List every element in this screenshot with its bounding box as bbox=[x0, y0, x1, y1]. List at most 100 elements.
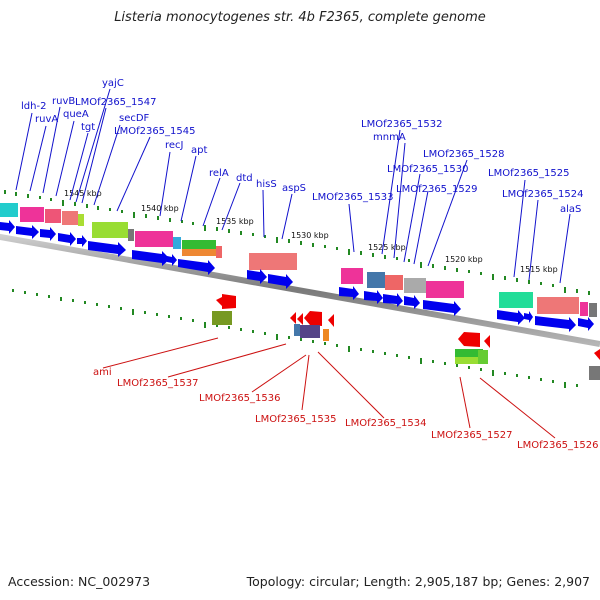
gene-arrow-forward bbox=[524, 311, 533, 323]
scale-ticks-upper bbox=[4, 190, 590, 295]
gene-arrow-forward bbox=[167, 254, 177, 266]
gene-label-forward: LMOf2365_1524 bbox=[502, 189, 584, 200]
gene-block bbox=[589, 303, 597, 317]
gene-arrow-forward bbox=[40, 227, 56, 241]
kbp-label: 1535 kbp bbox=[216, 217, 254, 226]
gene-arrow-forward bbox=[383, 293, 403, 307]
gene-arrow-forward bbox=[16, 225, 39, 239]
gene-arrow-forward bbox=[497, 310, 525, 325]
gene-arrow-forward bbox=[535, 316, 576, 332]
gene-label-reverse: LMOf2365_1537 bbox=[117, 378, 199, 389]
kbp-label: 1530 kbp bbox=[291, 231, 329, 240]
forward-gene-arrows bbox=[0, 220, 594, 332]
kbp-label: 1515 kbp bbox=[520, 265, 558, 274]
gene-arrow-forward bbox=[404, 295, 420, 309]
gene-label-forward: tgt bbox=[81, 122, 95, 133]
gene-block bbox=[249, 253, 297, 270]
gene-label-forward: aspS bbox=[282, 183, 306, 194]
accession-label: Accession: NC_002973 bbox=[8, 574, 151, 589]
gene-label-reverse: LMOf2365_1527 bbox=[431, 430, 513, 441]
gene-block bbox=[135, 231, 173, 247]
gene-label-forward: LMOf2365_1533 bbox=[312, 192, 394, 203]
gene-block bbox=[580, 302, 588, 316]
gene-label-forward: LMOf2365_1545 bbox=[114, 126, 196, 137]
gene-block bbox=[367, 272, 385, 288]
gene-label-forward: mnmA bbox=[373, 132, 406, 143]
gene-label-forward: LMOf2365_1547 bbox=[75, 97, 157, 108]
gene-label-forward: ldh-2 bbox=[21, 101, 46, 112]
kbp-label: 1520 kbp bbox=[445, 255, 483, 264]
forward-leader-lines bbox=[15, 88, 571, 284]
gene-label-forward: LMOf2365_1532 bbox=[361, 119, 443, 130]
gene-arrow-reverse bbox=[216, 294, 236, 309]
gene-label-forward: secDF bbox=[119, 113, 150, 124]
gene-arrow-forward bbox=[88, 241, 126, 257]
gene-arrow-reverse bbox=[304, 311, 322, 326]
gene-block bbox=[478, 350, 488, 364]
gene-arrow-forward bbox=[0, 220, 15, 234]
gene-label-reverse: LMOf2365_1536 bbox=[199, 393, 281, 404]
gene-block bbox=[78, 214, 84, 226]
gene-block bbox=[341, 268, 363, 284]
gene-arrow-forward bbox=[578, 317, 594, 331]
gene-block bbox=[589, 366, 600, 380]
gene-block bbox=[455, 349, 483, 358]
gene-block bbox=[537, 297, 579, 314]
gene-label-forward: yajC bbox=[102, 78, 124, 89]
gene-block bbox=[300, 325, 320, 338]
map-title: Listeria monocytogenes str. 4b F2365, co… bbox=[114, 10, 486, 25]
kbp-label: 1540 kbp bbox=[141, 204, 179, 213]
gene-arrow-forward bbox=[339, 286, 359, 300]
gene-block bbox=[20, 207, 44, 222]
scale-ticks-lower bbox=[12, 289, 578, 388]
gene-label-forward: queA bbox=[63, 109, 89, 120]
gene-label-reverse: ami bbox=[93, 367, 112, 378]
gene-block bbox=[62, 211, 78, 225]
gene-arrow-forward bbox=[268, 274, 293, 289]
gene-block bbox=[173, 237, 181, 249]
gene-label-forward: relA bbox=[209, 168, 229, 179]
gene-arrow-reverse bbox=[328, 314, 334, 327]
gene-arrow-reverse bbox=[594, 349, 600, 360]
gene-arrow-forward bbox=[58, 232, 76, 246]
gene-arrow-reverse bbox=[458, 332, 480, 347]
gene-block bbox=[0, 203, 18, 217]
kbp-label: 1545 kbp bbox=[64, 189, 102, 198]
genome-backbone bbox=[0, 233, 600, 347]
gene-block bbox=[455, 357, 483, 364]
gene-block bbox=[212, 311, 232, 325]
gene-arrow-forward bbox=[132, 250, 170, 266]
gene-arrow-reverse bbox=[484, 335, 490, 348]
gene-block bbox=[182, 249, 216, 256]
gene-label-forward: recJ bbox=[165, 140, 184, 151]
gene-label-forward: alaS bbox=[560, 204, 581, 215]
gene-label-reverse: LMOf2365_1534 bbox=[345, 418, 427, 429]
gene-label-forward: ruvA bbox=[35, 114, 58, 125]
gene-block bbox=[182, 240, 216, 250]
gene-arrow-forward bbox=[178, 259, 215, 275]
gene-block bbox=[426, 281, 464, 298]
gene-block bbox=[385, 275, 403, 290]
reverse-leader-lines bbox=[102, 337, 556, 439]
kbp-label: 1525 kbp bbox=[368, 243, 406, 252]
gene-arrow-forward bbox=[423, 300, 461, 316]
reverse-features bbox=[212, 294, 600, 380]
gene-arrow-forward bbox=[77, 235, 87, 247]
gene-label-forward: hisS bbox=[256, 179, 277, 190]
gene-label-forward: dtd bbox=[236, 173, 253, 184]
gene-arrow-reverse bbox=[297, 313, 303, 325]
gene-label-forward: LMOf2365_1530 bbox=[387, 164, 469, 175]
gene-label-forward: ruvB bbox=[52, 96, 75, 107]
gene-block bbox=[92, 222, 128, 238]
gene-block bbox=[45, 209, 61, 223]
gene-label-forward: LMOf2365_1525 bbox=[488, 168, 570, 179]
gene-label-reverse: LMOf2365_1535 bbox=[255, 414, 337, 425]
gene-block bbox=[404, 278, 426, 293]
gene-block bbox=[323, 329, 329, 341]
genome-summary: Topology: circular; Length: 2,905,187 bp… bbox=[246, 574, 590, 589]
gene-block bbox=[294, 324, 300, 336]
gene-block bbox=[128, 229, 134, 241]
gene-arrow-reverse bbox=[290, 312, 296, 324]
forward-feature-blocks bbox=[0, 203, 597, 317]
